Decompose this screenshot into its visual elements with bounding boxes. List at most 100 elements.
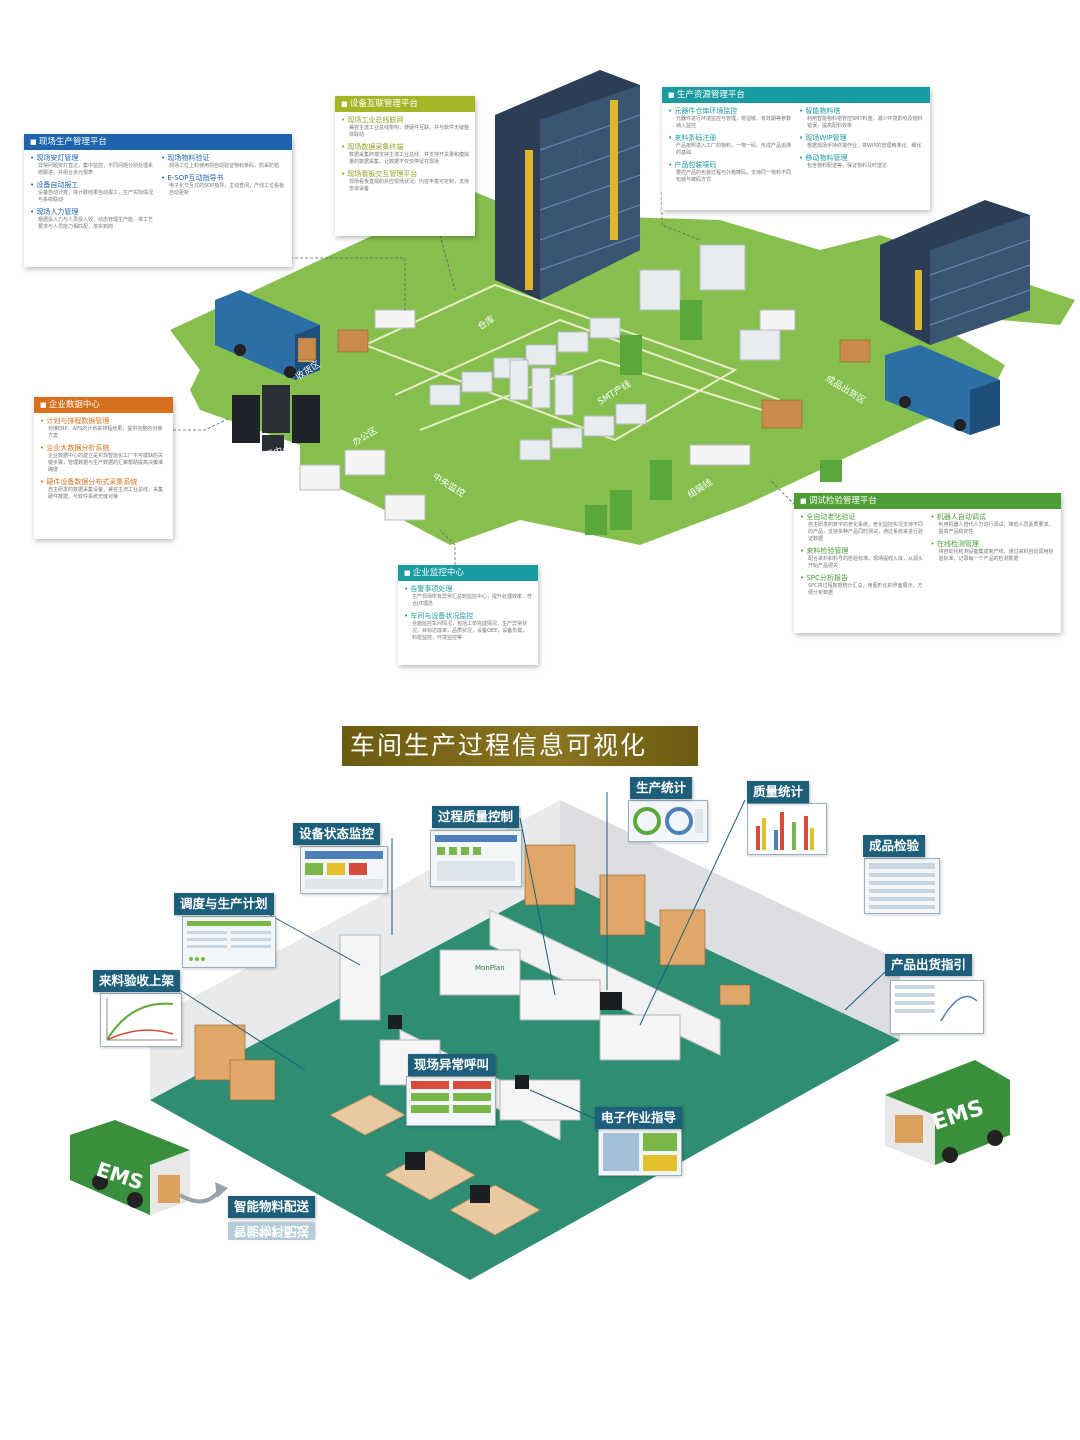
dashboard-thumbnail-inspection <box>864 858 940 914</box>
feature-desc: 利用机器人替代人力进行调试，降低人员素质要求，提高产品稳定性 <box>938 522 1054 535</box>
feature-title: 设备自动报工 <box>30 181 155 190</box>
feature-desc: 电子化交互式的SOP指导，主动查阅，产线工位看板自动更新 <box>169 183 285 196</box>
feature-desc: 配合来料和料号的检验标准，现场提收入库，从源头开始产品把关 <box>808 556 924 569</box>
feature-desc: SPC将过程数据统计汇总，用图形化的界面展示，方便分析数据 <box>808 583 923 596</box>
feature-title: 告警事项处理 <box>404 585 532 594</box>
dashboard-thumbnail-quality-control <box>430 830 522 887</box>
flow-arrow-head <box>215 1182 228 1198</box>
dashboard-thumbnail-shipping <box>890 980 984 1034</box>
feature-desc: 现场工位上料使用前自动验证物料条码，防呆防错 <box>169 163 280 169</box>
plant-racks <box>585 300 842 535</box>
feature-desc: 根据现场手持终端作业，将WIP的管理精准化、细化 <box>807 143 922 149</box>
panel-title: 设备互联管理平台 <box>335 96 475 112</box>
truck-right <box>885 345 1000 435</box>
panel-enterprise-data-center: 企业数据中心 计划与排程数据管理对接ERP、APS的计划来排程结果，提供完整的对… <box>34 397 173 539</box>
ems-truck-left: EMS <box>70 1120 190 1215</box>
feature-title: 现场WIP管理 <box>799 134 924 143</box>
smart-factory-diagram: 收货区 仓库 SMT产线 成品出货区 数据中心 办公区 中央监控 组装线 <box>170 70 1075 565</box>
panel-title: 现场生产管理平台 <box>24 134 292 150</box>
feature-desc: 对接ERP、APS的计划来排程结果，提供完整的对接方案 <box>48 426 163 439</box>
feature-title: 现场物料验证 <box>161 154 286 163</box>
feature-title: 机器人自动调试 <box>931 513 1056 522</box>
office-desks <box>299 309 796 521</box>
dashboard-thumbnail-incoming <box>100 993 182 1047</box>
feature-title: 现场数据采集终端 <box>341 143 469 152</box>
feature-desc: 生产现场所有异常汇总到监控中心，提升处理效率，符合JIT理念 <box>412 594 533 607</box>
feature-title: 元器件仓库环境监控 <box>668 107 793 116</box>
dashboard-thumbnail-scheduling <box>182 916 276 968</box>
feature-desc: 全面监控车间情况，包括工单完成情况，生产异常状况，目标达成率，品质状况，设备OE… <box>412 621 528 641</box>
smt-machines <box>429 244 781 461</box>
workshop-back-wall-right <box>560 800 900 1040</box>
panel-enterprise-monitor: 企业监控中心 告警事项处理生产现场所有异常汇总到监控中心，提升处理效率，符合JI… <box>398 565 538 665</box>
feature-title: 全自动老化验证 <box>800 513 925 522</box>
feature-desc: 将自动化检测设备集成到产线，通过来料自动调用检验标准，记录每一个产品的检测数据 <box>938 549 1054 562</box>
feature-desc: 自主研发的数据采集设备，兼容主流工业总线，采集硬件数据，与软件系统无缝对接 <box>48 487 164 500</box>
label-equipment-status: 设备状态监控 <box>293 823 381 845</box>
feature-desc: 产品按照进入工厂的物料，一物一码，形成产品追溯的基础 <box>676 143 792 156</box>
feature-title: 智能物料塔 <box>799 107 924 116</box>
feature-title: 现场人力管理 <box>30 208 155 217</box>
ems-truck-right: EMS <box>885 1060 1010 1165</box>
feature-desc: 企业数据中心的建立是实现智能化工厂不可或缺的关键步骤，管理数据与生产数据的汇聚帮… <box>48 453 164 473</box>
feature-desc: 利用智能物料塔管控SMT料盘，减少环境影响及物料错误，提高配料效率 <box>807 116 923 129</box>
feature-desc: 元器件进行环境监控与管理，将湿敏、有效期等参数纳入监控 <box>676 116 792 129</box>
dashboard-thumbnail-production-stats <box>628 800 708 842</box>
section-banner-title: 车间生产过程信息可视化 <box>342 726 698 766</box>
dashboard-thumbnail-quality-stats <box>747 803 827 855</box>
feature-title: 现场安灯管理 <box>30 154 155 163</box>
feature-desc: 根据投入力与人员投入效，动态管理生产能，将工艺要求与人员能力相匹配，落实到岗 <box>38 217 154 230</box>
feature-title: 移动物料管理 <box>799 154 924 163</box>
desk-monitors <box>388 992 622 1203</box>
label-process-quality: 过程质量控制 <box>432 806 520 828</box>
panel-resource-management: 生产资源管理平台 元器件仓库环境监控元器件进行环境监控与管理，将湿敏、有效期等参… <box>662 87 930 210</box>
feature-title: 硬件设备数据分布式采集系统 <box>40 478 167 487</box>
label-connectors <box>179 792 886 1121</box>
feature-desc: 包含物料配送等，保证物料及时送达 <box>807 163 888 169</box>
feature-title: 在线检测管理 <box>931 540 1056 549</box>
feature-desc: 现场看板直观的反应现场状况，内容丰富可定制，支持安卓设备 <box>349 179 470 192</box>
feature-desc: 异常问题安灯直达，集中监控，不同问题分别处理系统跟进，并组合多元报表 <box>38 163 154 176</box>
feature-title: 现场工业总线联网 <box>341 116 469 125</box>
feature-title: 产品包装唛码 <box>668 161 793 170</box>
panel-title: 调试检验管理平台 <box>794 493 1061 509</box>
machine-brand: MonPlan <box>475 964 505 972</box>
server-racks <box>232 385 320 451</box>
feature-title: 来料条码注册 <box>668 134 793 143</box>
feature-title: E-SOP互动指导书 <box>161 174 286 183</box>
panel-title: 生产资源管理平台 <box>662 87 930 103</box>
label-esop: 电子作业指导 <box>595 1107 683 1129</box>
cargo-boxes <box>297 329 871 429</box>
label-final-inspection: 成品检验 <box>863 835 926 857</box>
label-incoming: 来料验收上架 <box>93 970 181 992</box>
panel-title: 企业监控中心 <box>398 565 538 581</box>
dashboard-thumbnail-esop <box>598 1128 682 1176</box>
label-andon: 现场异常呼叫 <box>408 1054 496 1076</box>
panel-equipment-iot: 设备互联管理平台 现场工业总线联网兼容主流工业总线架构，使硬件互联，并与软件无缝… <box>335 96 475 236</box>
feature-title: 现场看板交互管理平台 <box>341 170 469 179</box>
feature-desc: 自主研发的数字的老化系统，老化监控实况支持不同的产品，支持多种产品同时测试，通过… <box>808 522 924 542</box>
dashboard-thumbnail-andon <box>406 1076 496 1126</box>
panel-site-production: 现场生产管理平台 现场安灯管理异常问题安灯直达，集中监控，不同问题分别处理系统跟… <box>24 134 292 267</box>
label-quality-stats: 质量统计 <box>747 781 810 803</box>
feature-desc: 设备自动计数，将计数结果自动报工，生产实际情况与系统联动 <box>38 190 154 203</box>
panel-test-inspection: 调试检验管理平台 全自动老化验证自主研发的数字的老化系统，老化监控实况支持不同的… <box>794 493 1061 633</box>
feature-title: 来料检验管理 <box>800 547 925 556</box>
label-material-delivery: 智能物料配送 <box>228 1196 316 1218</box>
label-shipping-guide: 产品出货指引 <box>885 954 973 976</box>
label-production-stats: 生产统计 <box>630 777 693 799</box>
label-scheduling: 调度与生产计划 <box>174 893 274 915</box>
feature-desc: 数据采集终端支持主流工业总线，并支持开关量和模拟量的数据采集，让数据不仅仅停留在… <box>349 152 470 165</box>
feature-title: 计划与排程数据管理 <box>40 417 167 426</box>
feature-title: 车间与设备状况监控 <box>404 612 532 621</box>
box-stacks <box>194 844 751 1101</box>
feature-desc: 要控产品的包装过程与外箱唛码，支持同一物料不同包装与唛码方式 <box>676 170 792 183</box>
feature-title: 企业大数据分析系统 <box>40 444 167 453</box>
dashboard-thumbnail-equipment <box>300 846 388 894</box>
feature-desc: 兼容主流工业总线架构，使硬件互联，并与软件无缝整体联动 <box>349 125 470 138</box>
warehouse-rack-left <box>495 70 641 300</box>
feature-title: SPC分析报告 <box>800 574 925 583</box>
label-material-delivery-reflection: 智能物料配送 <box>228 1222 316 1240</box>
panel-title: 企业数据中心 <box>34 397 173 413</box>
warehouse-rack-right <box>880 200 1031 345</box>
